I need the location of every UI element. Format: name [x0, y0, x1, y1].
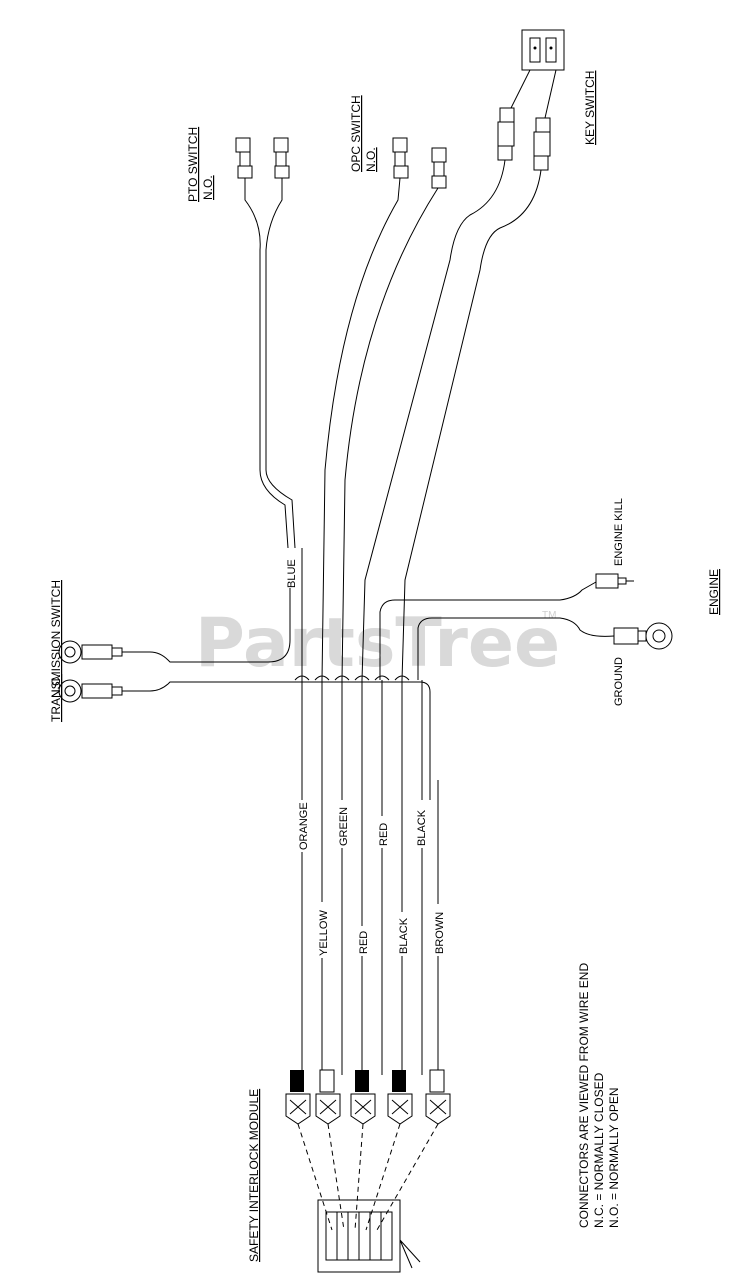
note-nc: N.C. = NORMALLY CLOSED	[592, 1072, 606, 1228]
transmission-switch-terminals	[58, 548, 431, 800]
pto-switch-label: PTO SWITCH	[186, 127, 200, 202]
wire-label-blue: BLUE	[286, 559, 298, 588]
ground-label: GROUND	[613, 657, 625, 706]
wire-label-orange: ORANGE	[298, 802, 310, 850]
wire-label-black: BLACK	[416, 809, 428, 846]
pto-switch-type: N.O.	[201, 175, 215, 200]
wire-label-green: GREEN	[338, 807, 350, 846]
engine-label: ENGINE	[707, 569, 721, 615]
transmission-switch-type: N.C.	[49, 674, 63, 698]
wire-label-red: RED	[378, 823, 390, 846]
watermark-tm: TM	[542, 610, 556, 621]
safety-interlock-module-label: SAFETY INTERLOCK MODULE	[247, 1089, 261, 1262]
opc-switch-label: OPC SWITCH	[349, 95, 363, 172]
wire-label-brown: BROWN	[434, 912, 446, 954]
note-no: N.O. = NORMALLY OPEN	[607, 1087, 621, 1228]
wire-label-red-lower: RED	[358, 931, 370, 954]
transmission-switch-label: TRANSMISSION SWITCH	[49, 580, 63, 722]
note-connectors: CONNECTORS ARE VIEWED FROM WIRE END	[577, 963, 591, 1228]
key-switch-label: KEY SWITCH	[583, 71, 597, 145]
pto-switch-connectors	[235, 137, 296, 549]
opc-switch-type: N.O.	[364, 147, 378, 172]
module-terminals	[285, 1069, 451, 1125]
watermark: PartsTree	[195, 604, 560, 683]
key-switch-connector	[361, 29, 565, 681]
wire-label-yellow: YELLOW	[318, 910, 330, 956]
engine-kill-label: ENGINE KILL	[613, 498, 625, 566]
engine-connections	[379, 573, 673, 680]
wire-label-black-lower: BLACK	[398, 917, 410, 954]
opc-switch-connectors	[321, 137, 447, 681]
module-connector-block	[297, 1123, 439, 1273]
